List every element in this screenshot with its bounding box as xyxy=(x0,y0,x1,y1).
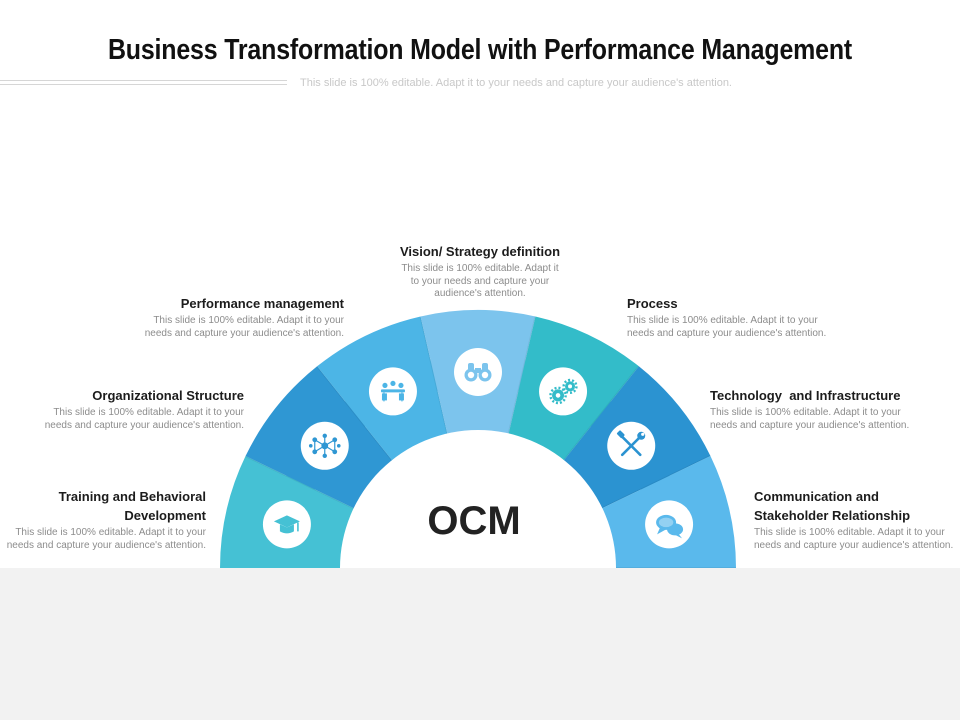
tools-icon xyxy=(607,421,656,470)
label-description: needs and capture your audience's attent… xyxy=(710,419,910,431)
label-description: This slide is 100% editable. Adapt it to… xyxy=(754,527,945,538)
label-description: needs and capture your audience's attent… xyxy=(6,539,206,551)
label-description: This slide is 100% editable. Adapt it to… xyxy=(710,407,901,418)
meeting-icon-glyph xyxy=(380,380,405,402)
label-description: needs and capture your audience's attent… xyxy=(144,327,344,339)
slide-title: Business Transformation Model with Perfo… xyxy=(107,34,853,66)
label-description: to your needs and capture your xyxy=(410,275,550,287)
tools-icon-glyph xyxy=(616,430,646,457)
label-vision: Vision/ Strategy definition This slide i… xyxy=(370,242,590,301)
label-description: This slide is 100% editable. Adapt it to… xyxy=(153,315,344,326)
label-title: Organizational Structure xyxy=(92,388,244,403)
segment-divider xyxy=(507,316,537,436)
label-process: Process This slide is 100% editable. Ada… xyxy=(627,294,867,340)
binoculars-icon-glyph xyxy=(464,363,492,382)
gears-icon-glyph xyxy=(549,378,578,405)
label-description: This slide is 100% editable. Adapt it xyxy=(401,263,559,274)
label-description: needs and capture your audience's attent… xyxy=(44,419,244,431)
center-disc xyxy=(340,430,616,568)
ocm-arc-diagram: OCM xyxy=(220,310,736,568)
label-title: Development xyxy=(124,508,206,523)
label-title: Technology and Infrastructure xyxy=(710,388,901,403)
label-title: Process xyxy=(627,296,678,311)
label-description: needs and capture your audience's attent… xyxy=(627,327,827,339)
label-description: needs and capture your audience's attent… xyxy=(754,539,954,551)
label-description: audience's attention. xyxy=(434,288,526,299)
binoculars-icon xyxy=(454,348,502,396)
bottom-band xyxy=(0,568,960,720)
chat-bubbles-icon-glyph xyxy=(656,514,684,539)
label-description: This slide is 100% editable. Adapt it to… xyxy=(53,407,244,418)
graduation-cap-icon-glyph xyxy=(273,515,300,534)
graduation-cap-icon xyxy=(262,500,311,549)
label-description: This slide is 100% editable. Adapt it to… xyxy=(15,527,206,538)
center-label: OCM xyxy=(427,499,520,543)
label-title: Vision/ Strategy definition xyxy=(399,244,561,259)
label-organizational: Organizational Structure This slide is 1… xyxy=(4,386,244,432)
network-icon-glyph xyxy=(308,433,341,458)
label-performance: Performance management This slide is 100… xyxy=(104,294,344,340)
meeting-icon xyxy=(368,367,417,416)
label-title: Performance management xyxy=(180,296,344,311)
label-title: Communication and xyxy=(754,489,879,504)
label-title: Stakeholder Relationship xyxy=(754,508,911,523)
chat-bubbles-icon xyxy=(645,500,694,549)
divider-line xyxy=(0,84,287,85)
network-icon xyxy=(300,421,349,470)
gears-icon xyxy=(539,367,588,416)
label-title: Training and Behavioral xyxy=(58,489,206,504)
divider-line xyxy=(0,80,287,81)
slide-subtitle: This slide is 100% editable. Adapt it to… xyxy=(300,77,732,89)
label-technology: Technology and Infrastructure This slide… xyxy=(710,386,950,432)
label-description: This slide is 100% editable. Adapt it to… xyxy=(627,315,818,326)
